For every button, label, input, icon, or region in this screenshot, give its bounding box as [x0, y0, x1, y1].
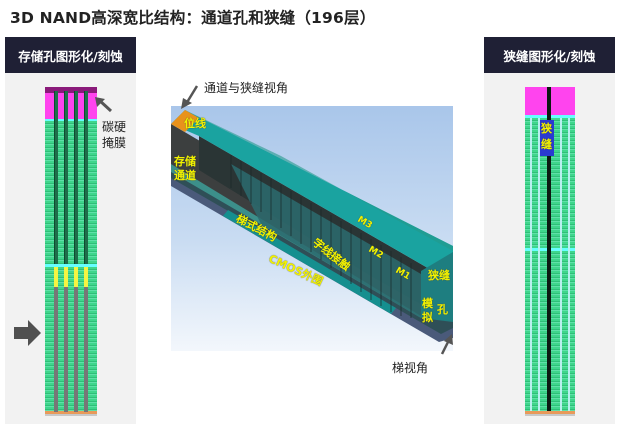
hardmask-pointer-arrow-icon: [95, 97, 113, 113]
slit-tag: [540, 120, 554, 156]
lower-deck-stack: [45, 267, 97, 412]
storage-channel-label-line2: 通道: [174, 169, 196, 182]
neighbor-channel-1: [530, 118, 532, 411]
channel-hole-upper-4: [84, 91, 88, 264]
neighbor-channel-2: [538, 118, 540, 411]
hardmask-top-layer: [45, 87, 97, 93]
channel-hole-lower-2: [64, 287, 68, 412]
slit-trench: [547, 87, 551, 411]
channel-plug-4: [84, 267, 88, 287]
right-panel-header: 狭缝图形化/刻蚀: [484, 37, 615, 73]
memory-hole-stack-diagram: [45, 87, 97, 417]
center-3d-view: [171, 106, 453, 351]
channel-hole-upper-1: [54, 91, 58, 264]
channel-hole-upper-3: [74, 91, 78, 264]
upper-deck-stack: [45, 121, 97, 264]
slit-substrate-base: [525, 414, 575, 416]
slit-tag-label-line2: 缝: [541, 138, 552, 151]
substrate-layer: [45, 411, 97, 414]
left-panel-header: 存储孔图形化/刻蚀: [5, 37, 136, 73]
3d-nand-block-render: [171, 110, 453, 342]
channel-plug-2: [64, 267, 68, 287]
right-block-arrow-icon: [14, 320, 41, 346]
inter-deck-layer: [45, 264, 97, 267]
channel-hole-upper-2: [64, 91, 68, 264]
hardmask-label-line2: 掩膜: [102, 136, 127, 150]
channel-slit-view-label: 通道与狭缝视角: [204, 81, 289, 95]
channel-hole-lower-4: [84, 287, 88, 412]
substrate-base: [45, 414, 97, 416]
stair-view-arrow-icon: [440, 334, 453, 355]
channel-hole-lower-3: [74, 287, 78, 412]
slit-tag-label-line1: 狭: [541, 122, 552, 135]
channel-plug-3: [74, 267, 78, 287]
hardmask-label-line1: 碳硬: [102, 120, 127, 134]
slit-label: 狭缝: [428, 269, 450, 282]
neighbor-channel-3: [560, 118, 562, 411]
channel-view-arrow-icon: [181, 85, 199, 109]
bitline-label: 位线: [184, 117, 206, 130]
neighbor-channel-4: [568, 118, 570, 411]
slit-substrate: [525, 411, 575, 414]
hole-label: 孔: [437, 303, 448, 316]
channel-plug-1: [54, 267, 58, 287]
dummy-hole-label-line2: 拟: [422, 311, 433, 324]
page-title: 3D NAND高深宽比结构：通道孔和狭缝（196层）: [10, 9, 376, 27]
stair-view-label: 梯视角: [392, 361, 429, 375]
storage-channel-label-line1: 存储: [174, 155, 196, 168]
interface-layer-top: [45, 119, 97, 121]
dummy-hole-label-line1: 模: [422, 297, 433, 310]
channel-hole-lower-1: [54, 287, 58, 412]
